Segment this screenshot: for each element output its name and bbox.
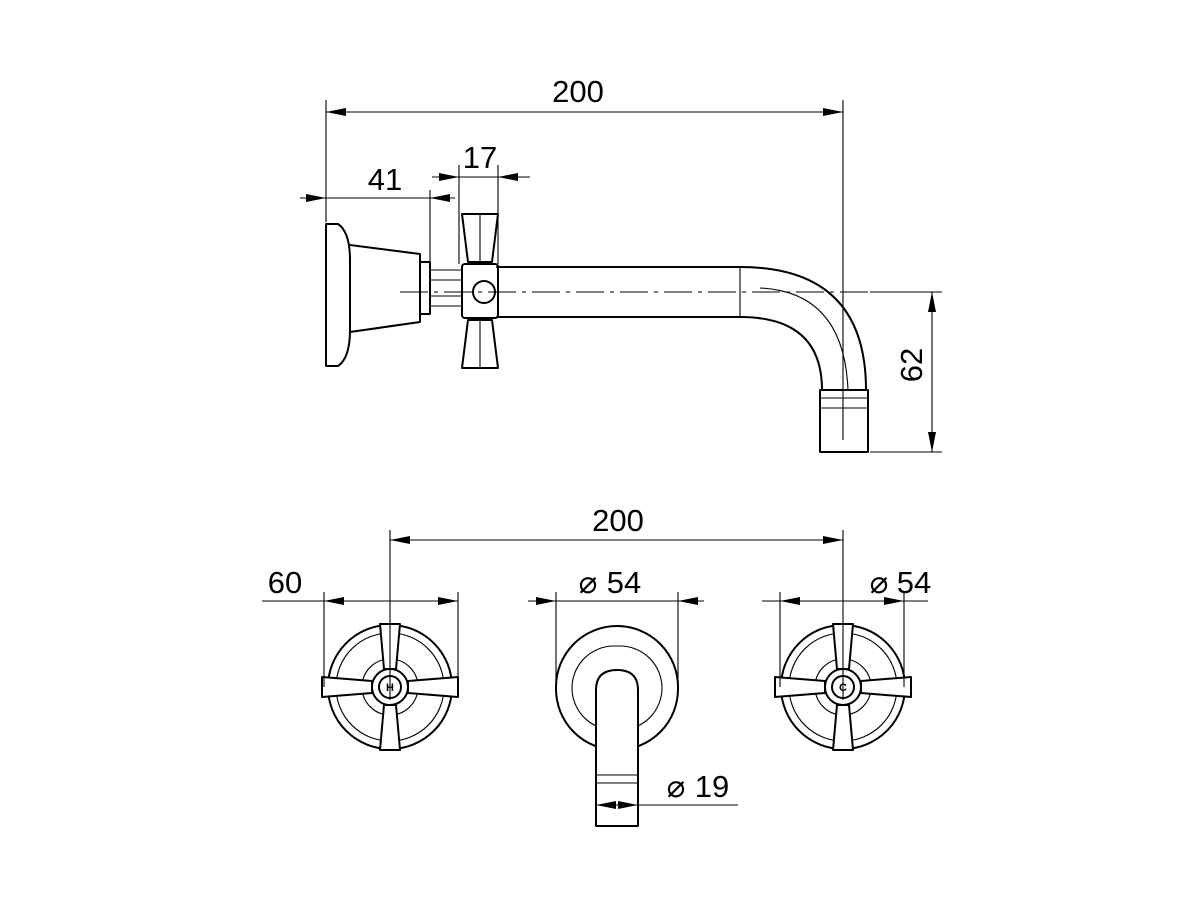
dim-spout-height: 62 <box>894 292 936 452</box>
dim-backplate-offset: 41 <box>300 162 455 202</box>
dim-spout-flange: ⌀ 54 <box>528 565 704 605</box>
side-body <box>349 244 421 333</box>
dim-handle-span-label: 60 <box>268 565 302 600</box>
dim-handle-flange: ⌀ 54 <box>762 565 931 605</box>
dim-handle-flange-label: 54 <box>897 565 931 600</box>
dim-centres-label: 200 <box>592 503 644 538</box>
dim-overall-length-label: 200 <box>552 74 604 109</box>
cold-handle: C <box>774 623 912 751</box>
front-extension-lines <box>323 530 905 826</box>
dim-overall-length: 200 <box>326 74 843 116</box>
dim-handle-span: 60 <box>262 565 458 605</box>
side-backplate <box>325 223 351 367</box>
dim-spout-outlet-symbol: ⌀ <box>667 769 686 804</box>
front-view: H C <box>262 503 931 827</box>
dim-backplate-offset-label: 41 <box>368 162 402 197</box>
side-handle <box>461 213 499 369</box>
side-view: 200 41 17 62 <box>300 74 942 453</box>
side-extension-lines <box>325 100 942 453</box>
spout-front <box>555 625 679 827</box>
dim-handle-flange-symbol: ⌀ <box>870 565 889 600</box>
dim-spout-flange-label: 54 <box>607 565 641 600</box>
dim-spout-outlet: ⌀ 19 <box>596 769 738 809</box>
dim-handle-width: 17 <box>432 140 530 181</box>
side-collar <box>419 261 462 315</box>
dim-handle-width-label: 17 <box>463 140 497 175</box>
side-spout <box>496 266 869 453</box>
dim-spout-height-label: 62 <box>894 348 929 382</box>
dim-spout-flange-symbol: ⌀ <box>579 565 598 600</box>
dim-spout-outlet-label: 19 <box>695 769 729 804</box>
dim-centres: 200 <box>390 503 843 544</box>
